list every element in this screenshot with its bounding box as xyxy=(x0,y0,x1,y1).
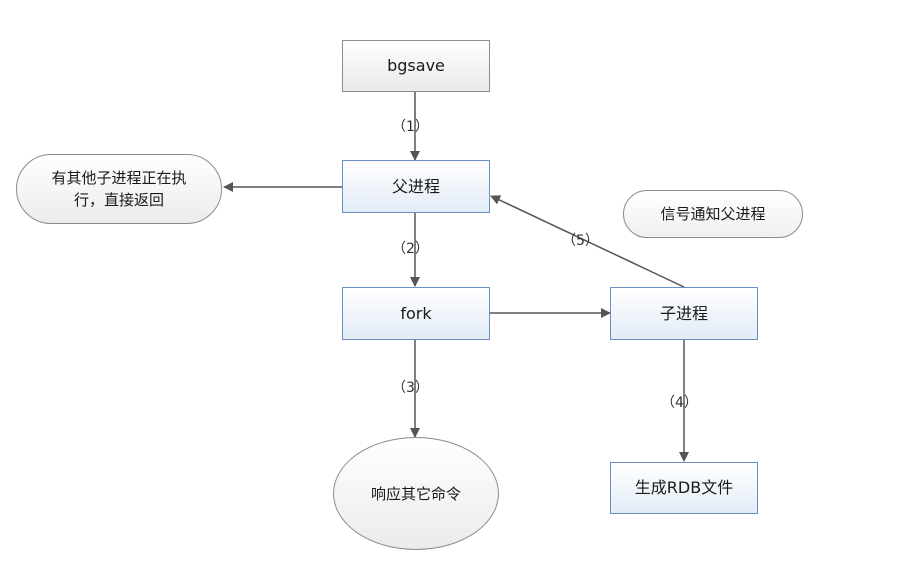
step-5-label: （5） xyxy=(562,233,599,249)
other-child-running-node: 有其他子进程正在执行，直接返回 xyxy=(16,154,222,224)
generate-rdb-node: 生成RDB文件 xyxy=(610,462,758,514)
parent-process-label: 父进程 xyxy=(391,176,440,196)
fork-label: fork xyxy=(400,303,432,323)
step-3-label: （3） xyxy=(392,380,429,396)
generate-rdb-label: 生成RDB文件 xyxy=(634,478,734,497)
bgsave-label: bgsave xyxy=(387,56,445,75)
respond-other-commands-node: 响应其它命令 xyxy=(333,437,499,550)
step-1-label: （1） xyxy=(392,119,429,135)
step-2-label: （2） xyxy=(392,241,429,257)
step-4-label: （4） xyxy=(661,395,698,411)
child-process-node: 子进程 xyxy=(610,287,758,340)
bgsave-node: bgsave xyxy=(342,40,490,92)
signal-parent-node: 信号通知父进程 xyxy=(623,190,803,238)
arrow-child-to-parent xyxy=(490,195,685,288)
other-child-running-label: 有其他子进程正在执行，直接返回 xyxy=(51,169,187,209)
child-process-label: 子进程 xyxy=(659,303,708,323)
respond-other-commands-label: 响应其它命令 xyxy=(370,484,461,503)
fork-node: fork xyxy=(342,287,490,340)
signal-parent-label: 信号通知父进程 xyxy=(660,205,766,223)
parent-process-node: 父进程 xyxy=(342,160,490,213)
